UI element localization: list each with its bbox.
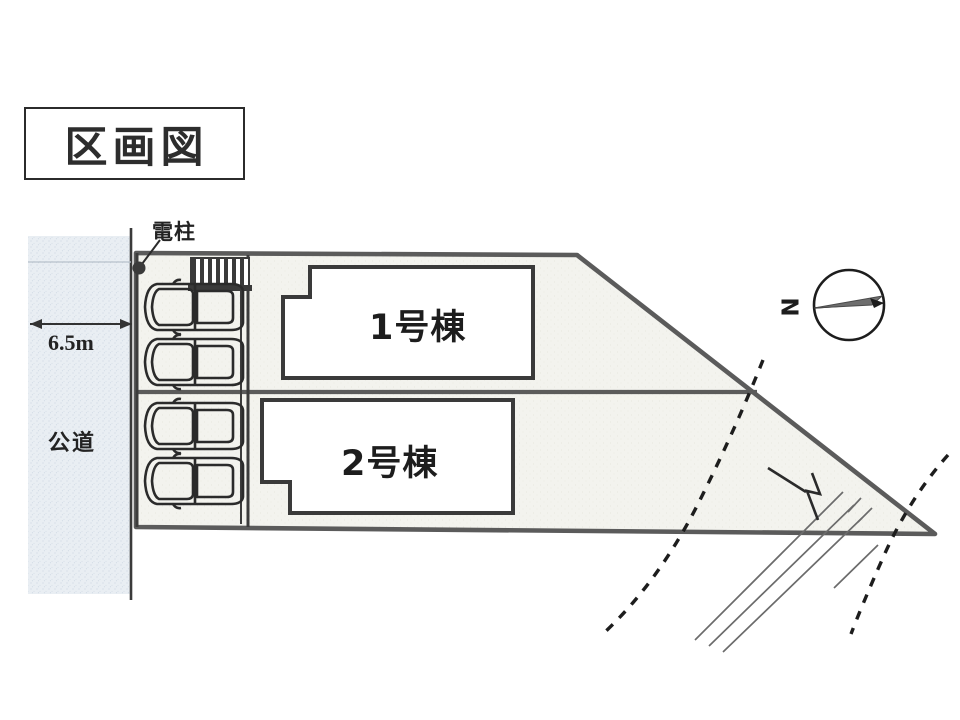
building-2-footprint <box>260 398 515 515</box>
public-road-label: 公道 <box>48 430 97 456</box>
public-road-area <box>28 228 133 600</box>
road-width-dimension <box>30 319 132 329</box>
car-plan-icon <box>143 333 245 391</box>
road-width-label: 6.5m <box>48 330 94 355</box>
utility-pole-label: 電柱 <box>152 219 196 244</box>
building-2-label: 2号棟 <box>341 444 439 484</box>
neighbor-boundary-dashed <box>603 359 950 635</box>
car-plan-icon <box>143 397 245 455</box>
parking-block <box>240 255 250 527</box>
parking-stalls <box>143 278 245 510</box>
building-1-footprint <box>281 265 535 380</box>
title-box: 区画図 <box>24 107 245 180</box>
car-plan-icon <box>143 452 245 510</box>
compass-north-label: N <box>778 297 805 317</box>
page-title: 区画図 <box>64 122 209 173</box>
path-break-symbol <box>767 466 823 521</box>
adjacent-path-lines <box>694 491 879 653</box>
building-1-label: 1号棟 <box>369 308 467 348</box>
utility-pole-marker <box>132 239 161 275</box>
compass-rose <box>812 268 886 342</box>
stairs-hatch-block <box>188 257 252 291</box>
